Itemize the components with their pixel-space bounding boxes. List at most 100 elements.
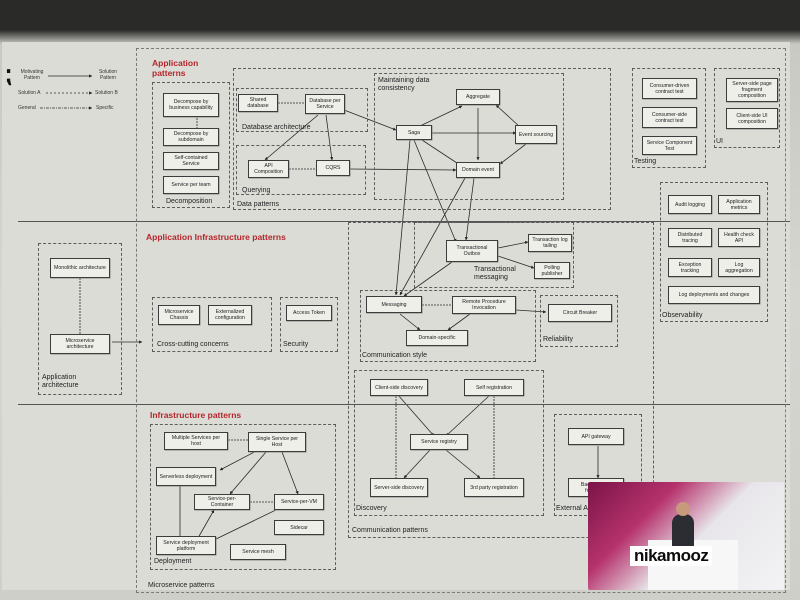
wire-event-aggregate	[495, 104, 521, 128]
cross-cutting-label: Cross-cutting concerns	[157, 341, 229, 348]
reliability-label: Reliability	[543, 336, 573, 343]
application-architecture-label: Application architecture	[42, 374, 79, 389]
observability-group	[660, 182, 768, 322]
wire-dbps-api	[264, 114, 319, 161]
event-sourcing-box[interactable]: Event sourcing	[515, 125, 557, 144]
presenter-head	[676, 502, 690, 516]
sidecar-box[interactable]: Sidecar	[274, 520, 324, 535]
communication-patterns-label: Communication patterns	[352, 527, 428, 534]
shared-database-box[interactable]: Shared database	[238, 94, 278, 112]
observability-label: Observability	[662, 312, 703, 319]
wire-dbps-cqrs	[325, 114, 334, 161]
distributed-tracing-box[interactable]: Distributed tracing	[668, 228, 712, 247]
wire-saga-messaging	[394, 139, 411, 296]
wire-dbps-saga	[343, 109, 397, 131]
wire-saga-aggregate	[419, 105, 463, 127]
deployment-group	[150, 424, 336, 570]
serverless-box[interactable]: Serverless deployment	[156, 467, 216, 486]
service-component-box[interactable]: Service Component Test	[642, 136, 697, 155]
app-metrics-box[interactable]: Application metrics	[718, 195, 760, 214]
section-infrastructure: Infrastructure patterns	[150, 410, 242, 420]
legend-general: General	[18, 105, 36, 111]
database-architecture-group	[236, 88, 368, 132]
wire-event-domain	[499, 143, 527, 165]
chassis-box[interactable]: Microservice Chassis	[158, 305, 200, 325]
service-per-vm-box[interactable]: Service-per-VM	[274, 494, 324, 510]
testing-label: Testing	[634, 158, 657, 165]
microservice-architecture-box[interactable]: Microservice architecture	[50, 334, 110, 354]
consumer-side-box[interactable]: Consumer-side contract test	[642, 107, 697, 128]
domain-event-box[interactable]: Domain event	[456, 162, 500, 178]
legend-specific: Specific	[96, 105, 114, 111]
audit-logging-box[interactable]: Audit logging	[668, 195, 712, 214]
messaging-box[interactable]: Messaging	[366, 296, 422, 313]
legend-solution-pattern: Solution Pattern	[98, 69, 118, 81]
section-app-infrastructure: Application Infrastructure patterns	[146, 232, 286, 242]
server-side-page-box[interactable]: Server-side page fragment composition	[726, 78, 778, 102]
wire-rpi-circuit	[515, 309, 547, 314]
transaction-log-tailing-box[interactable]: Transaction log tailing	[528, 234, 572, 252]
consumer-driven-box[interactable]: Consumer-driven contract test	[642, 78, 697, 99]
database-per-service-box[interactable]: Database per Service	[305, 94, 345, 114]
section-application: Application patterns	[152, 58, 199, 78]
log-aggregation-box[interactable]: Log aggregation	[718, 258, 760, 277]
cross-cutting-group	[152, 297, 272, 352]
legend-motivating: Motivating Pattern	[20, 69, 44, 81]
ui-label: UI	[716, 138, 723, 145]
self-registration-box[interactable]: Self registration	[464, 379, 524, 396]
service-registry-box[interactable]: Service registry	[410, 434, 468, 450]
wire-messaging-domain	[399, 313, 421, 331]
cqrs-box[interactable]: CQRS	[316, 160, 350, 176]
wire-saga-domain	[421, 139, 461, 166]
circuit-breaker-box[interactable]: Circuit Breaker	[548, 304, 612, 322]
exception-tracking-box[interactable]: Exception tracking	[668, 258, 712, 277]
service-per-team-box[interactable]: Service per team	[163, 176, 219, 194]
saga-box[interactable]: Saga	[396, 125, 432, 140]
api-composition-box[interactable]: API Composition	[248, 160, 289, 178]
wire-registry-server	[403, 449, 431, 479]
self-contained-box[interactable]: Self-contained Service	[163, 152, 219, 170]
polling-publisher-box[interactable]: Polling publisher	[534, 262, 570, 279]
third-party-registration-box[interactable]: 3rd party registration	[464, 478, 524, 497]
wire-domain-messaging	[399, 177, 466, 296]
transactional-outbox-box[interactable]: Transactional Outbox	[446, 240, 498, 262]
wire-rpi-domain	[447, 313, 471, 331]
client-side-ui-box[interactable]: Client-side UI composition	[726, 108, 778, 129]
service-per-container-box[interactable]: Service-per-Container	[194, 494, 250, 510]
decompose-capability-box[interactable]: Decompose by business capability	[163, 93, 219, 117]
decomposition-group	[152, 82, 230, 208]
decompose-subdomain-box[interactable]: Decompose by subdomain	[163, 128, 219, 146]
legend-mark: ⁏	[4, 61, 13, 88]
health-check-box[interactable]: Health check API	[718, 228, 760, 247]
externalized-config-box[interactable]: Externalized configuration	[208, 305, 252, 325]
wire-saga-outbox	[413, 139, 457, 243]
access-token-box[interactable]: Access Token	[286, 305, 332, 321]
divider-app-infra	[18, 221, 790, 222]
communication-patterns-group	[348, 222, 654, 538]
ui-group	[714, 68, 780, 148]
multiple-services-box[interactable]: Multiple Services per host	[164, 432, 228, 450]
service-mesh-box[interactable]: Service mesh	[230, 544, 286, 560]
discovery-label: Discovery	[356, 505, 387, 512]
querying-label: Querying	[242, 187, 271, 194]
rpi-box[interactable]: Remote Procedure Invocation	[452, 296, 516, 314]
security-group	[280, 297, 338, 352]
wire-single-vm	[281, 451, 299, 495]
maintaining-consistency-label: Maintaining data consistency	[378, 77, 430, 92]
data-patterns-group	[233, 68, 611, 210]
decomposition-label: Decomposition	[166, 198, 213, 205]
log-deployments-box[interactable]: Log deployments and changes	[668, 286, 760, 304]
presenter	[672, 514, 694, 554]
monolithic-box[interactable]: Monolithic architecture	[50, 258, 110, 278]
client-side-discovery-box[interactable]: Client-side discovery	[370, 379, 428, 396]
service-deployment-platform-box[interactable]: Service deployment platform	[156, 536, 216, 555]
communication-style-label: Communication style	[362, 352, 427, 359]
domain-specific-box[interactable]: Domain-specific	[406, 330, 468, 346]
aggregate-box[interactable]: Aggregate	[456, 89, 500, 105]
discovery-group	[354, 370, 544, 516]
single-service-box[interactable]: Single Service per Host	[248, 432, 306, 452]
server-side-discovery-box[interactable]: Server-side discovery	[370, 478, 428, 497]
nikamooz-logo: nikamooz	[630, 546, 713, 566]
api-gateway-box[interactable]: API gateway	[568, 428, 624, 445]
